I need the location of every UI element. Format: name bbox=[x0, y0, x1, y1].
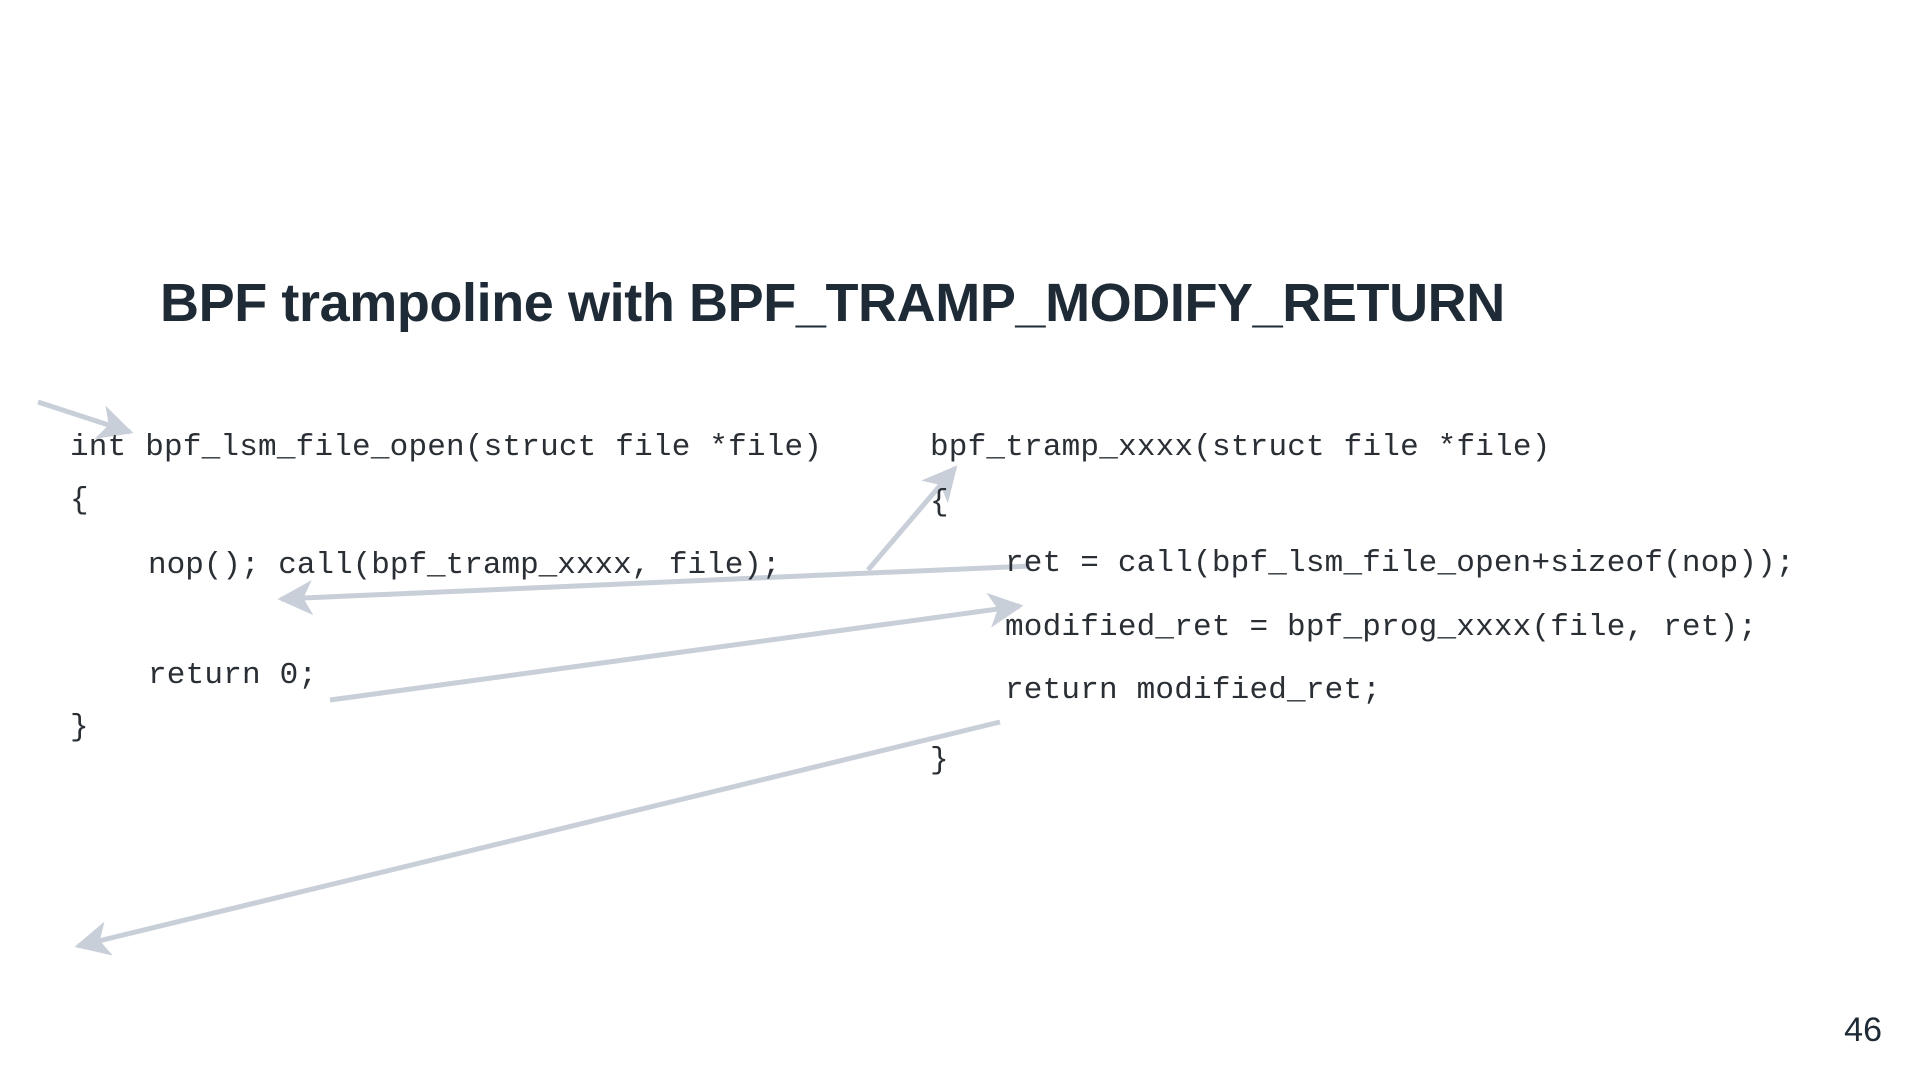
left-code-close-brace: } bbox=[70, 710, 89, 745]
arrow-to-modified-ret bbox=[329, 592, 1024, 703]
page-title: BPF trampoline with BPF_TRAMP_MODIFY_RET… bbox=[160, 273, 1505, 333]
left-code-nop-replacement: call(bpf_tramp_xxxx, file); bbox=[259, 548, 781, 583]
right-code-open-brace: { bbox=[930, 485, 949, 520]
right-code-ret-assignment: ret = call(bpf_lsm_file_open+sizeof(nop)… bbox=[1005, 546, 1795, 581]
page-number: 46 bbox=[1844, 1011, 1882, 1049]
right-code-signature: bpf_tramp_xxxx(struct file *file) bbox=[930, 430, 1551, 465]
arrow-into-lsm-file-open bbox=[37, 399, 134, 439]
right-code-return: return modified_ret; bbox=[1005, 673, 1382, 708]
left-code-nop-struck: nop(); bbox=[148, 548, 260, 583]
left-code-open-brace: { bbox=[70, 483, 89, 518]
left-code-signature: int bpf_lsm_file_open(struct file *file) bbox=[70, 430, 823, 465]
arrow-to-bottom-left bbox=[74, 719, 1001, 956]
left-code-patched-call-line: nop(); call(bpf_tramp_xxxx, file); bbox=[148, 548, 781, 583]
right-code-modified-ret-assignment: modified_ret = bpf_prog_xxxx(file, ret); bbox=[1005, 610, 1758, 645]
left-code-return: return 0; bbox=[148, 658, 318, 693]
right-code-close-brace: } bbox=[930, 743, 949, 778]
